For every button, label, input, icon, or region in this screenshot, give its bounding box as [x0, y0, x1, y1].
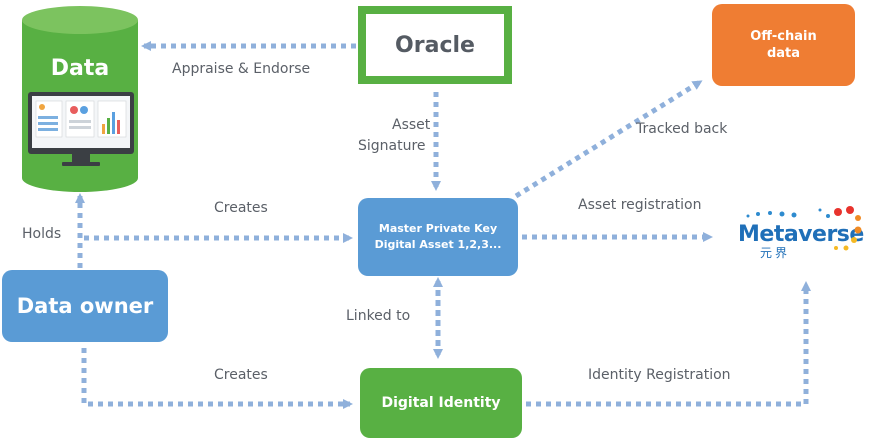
metaverse-logo: Metaverse	[738, 222, 864, 247]
arrow-identity-to-metaverse	[526, 281, 811, 407]
label-asset-registration: Asset registration	[578, 197, 702, 213]
arrow-owner-to-identity	[81, 348, 353, 409]
master-key-line1: Master Private Key	[378, 222, 498, 235]
label-asset: Asset	[392, 117, 431, 133]
master-key-line2: Digital Asset 1,2,3...	[374, 238, 502, 251]
metaverse-dots-icon	[818, 206, 862, 251]
label-creates-top: Creates	[214, 200, 268, 216]
data-cylinder	[22, 6, 138, 192]
data-title: Data	[50, 56, 110, 81]
data-owner-node: Data owner	[2, 270, 168, 342]
label-linked-to: Linked to	[346, 308, 411, 324]
label-identity-registration: Identity Registration	[588, 367, 731, 383]
arrow-master-to-offchain	[514, 79, 703, 199]
metaverse-dots-left-icon	[746, 211, 797, 218]
offchain-label-1: Off-chain	[750, 29, 817, 44]
label-creates-bottom: Creates	[214, 367, 268, 383]
data-owner-label: Data owner	[16, 294, 154, 318]
digital-identity-node: Digital Identity	[360, 368, 522, 438]
oracle-label: Oracle	[395, 32, 475, 58]
offchain-label-2: data	[766, 46, 801, 61]
digital-identity-label: Digital Identity	[381, 395, 501, 411]
label-holds: Holds	[22, 226, 62, 242]
oracle-node: Oracle	[358, 6, 512, 84]
metaverse-logo-cn: 元界	[760, 246, 791, 260]
label-tracked-back: Tracked back	[636, 121, 728, 137]
dashboard-monitor-icon	[28, 92, 134, 166]
offchain-data-node: Off-chain data	[712, 4, 855, 86]
label-signature: Signature	[358, 138, 426, 154]
label-appraise-endorse: Appraise & Endorse	[172, 61, 311, 77]
master-key-node: Master Private Key Digital Asset 1,2,3..…	[358, 198, 518, 276]
